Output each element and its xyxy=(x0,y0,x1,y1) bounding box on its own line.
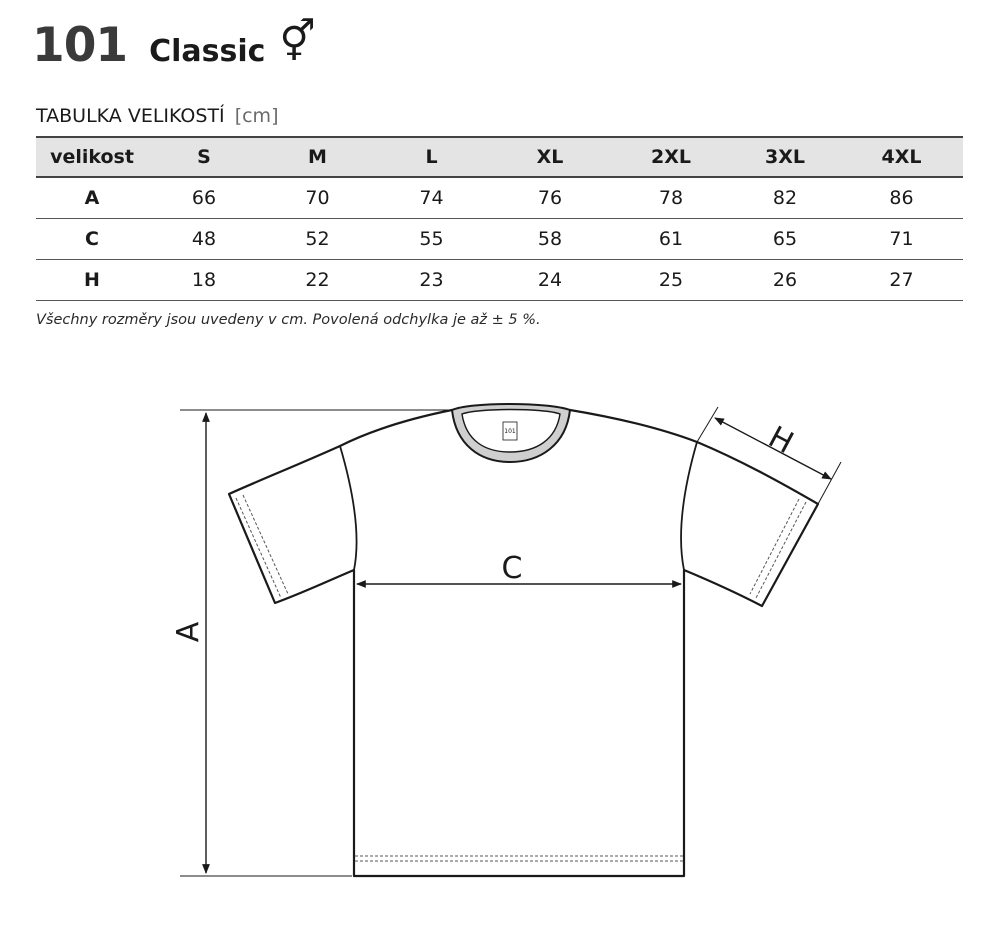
table-row: H 18 22 23 24 25 26 27 xyxy=(36,259,963,300)
table-cell: 76 xyxy=(537,186,563,209)
size-table-header-row: velikost S M L XL 2XL 3XL 4XL xyxy=(36,137,963,177)
dimension-a xyxy=(180,409,450,877)
neck-tag: 101 xyxy=(502,421,518,441)
column-header-3xl: 3XL xyxy=(765,146,805,168)
column-header-size: velikost xyxy=(50,146,134,168)
size-table-title-text: TABULKA VELIKOSTÍ xyxy=(36,105,225,127)
table-cell: 58 xyxy=(537,227,563,250)
column-header-m: M xyxy=(308,146,327,168)
column-header-2xl: 2XL xyxy=(651,146,691,168)
table-cell: 25 xyxy=(658,268,684,291)
column-header-4xl: 4XL xyxy=(881,146,922,168)
table-cell: 52 xyxy=(305,227,330,250)
dimension-h xyxy=(696,406,842,505)
size-table-title: TABULKA VELIKOSTÍ [cm] xyxy=(36,105,278,127)
dimension-c-label: C xyxy=(502,551,523,586)
table-row: C 48 52 55 58 61 65 71 xyxy=(36,218,963,259)
row-label: A xyxy=(84,186,100,209)
table-cell: 23 xyxy=(419,268,444,291)
product-name: Classic xyxy=(149,34,266,69)
table-cell: 61 xyxy=(658,227,684,250)
table-row: A 66 70 74 76 78 82 86 xyxy=(36,177,963,218)
row-label: H xyxy=(84,268,100,291)
column-header-s: S xyxy=(197,146,211,168)
table-cell: 86 xyxy=(889,186,914,209)
table-cell: 70 xyxy=(305,186,330,209)
product-header: 101 Classic ⚥ xyxy=(32,18,316,78)
row-label: C xyxy=(85,227,99,250)
table-cell: 18 xyxy=(191,268,217,291)
table-cell: 82 xyxy=(772,186,798,209)
table-cell: 78 xyxy=(658,186,684,209)
unisex-icon: ⚥ xyxy=(279,19,316,65)
table-cell: 27 xyxy=(889,268,914,291)
dimension-a-label: A xyxy=(171,621,206,642)
stitching xyxy=(235,494,807,862)
table-cell: 55 xyxy=(419,227,444,250)
product-code: 101 xyxy=(32,18,128,73)
table-cell: 65 xyxy=(772,227,798,250)
table-cell: 24 xyxy=(537,268,563,291)
dimension-h-label: H xyxy=(763,420,799,461)
column-header-xl: XL xyxy=(536,146,564,168)
tshirt-outline xyxy=(227,408,820,878)
table-cell: 48 xyxy=(191,227,217,250)
table-cell: 74 xyxy=(419,186,444,209)
table-cell: 26 xyxy=(772,268,798,291)
table-cell: 66 xyxy=(191,186,217,209)
tolerance-note: Všechny rozměry jsou uvedeny v cm. Povol… xyxy=(36,312,541,328)
table-cell: 71 xyxy=(889,227,914,250)
size-table-unit: [cm] xyxy=(234,105,279,127)
neck-tag-text: 101 xyxy=(504,428,516,435)
table-cell: 22 xyxy=(305,268,330,291)
sleeve-seams xyxy=(339,441,698,571)
column-header-l: L xyxy=(425,146,438,168)
size-table: velikost S M L XL 2XL 3XL 4XL A 66 70 74… xyxy=(36,136,963,301)
